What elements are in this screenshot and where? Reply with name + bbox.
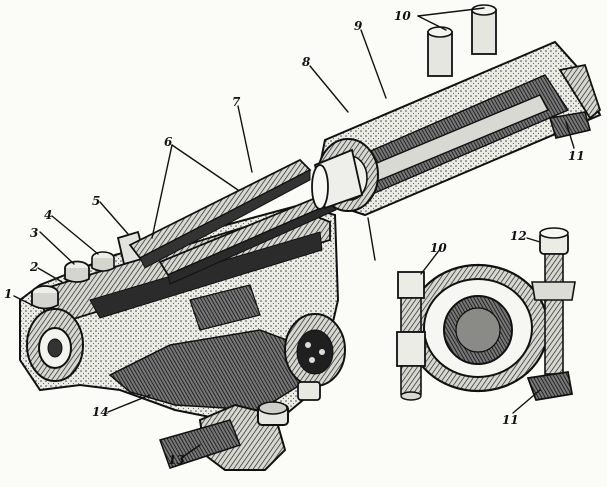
- wedge-11-section: [526, 370, 574, 402]
- bolt-12: [531, 227, 576, 375]
- cross-section-view: [396, 227, 576, 402]
- callout-13: 13: [168, 453, 185, 467]
- housing-bolts: [31, 230, 147, 310]
- callout-9: 9: [354, 19, 363, 33]
- callout-12: 12: [510, 229, 527, 243]
- callout-labels: 1 2 3 4 5 6 7 8 9 10 10 11 11 12 13 14: [4, 9, 585, 467]
- pins-10-top: [427, 4, 497, 77]
- split-tube: [311, 4, 602, 217]
- callout-8: 8: [302, 55, 311, 69]
- callout-10-section: 10: [430, 241, 447, 255]
- leader-lines: [13, 7, 575, 457]
- callout-4: 4: [44, 208, 52, 222]
- callout-7: 7: [232, 95, 241, 109]
- callout-2: 2: [29, 260, 38, 274]
- stud-13: [159, 419, 241, 469]
- callout-14: 14: [92, 405, 109, 419]
- wedge-11: [548, 111, 591, 139]
- callout-10-top: 10: [394, 9, 411, 23]
- callout-1: 1: [4, 287, 12, 301]
- pin-10-section: [396, 271, 426, 401]
- callout-11-top: 11: [568, 149, 585, 163]
- callout-5: 5: [92, 194, 100, 208]
- callout-3: 3: [30, 226, 38, 240]
- callout-11-section: 11: [502, 413, 519, 427]
- callout-6: 6: [164, 135, 173, 149]
